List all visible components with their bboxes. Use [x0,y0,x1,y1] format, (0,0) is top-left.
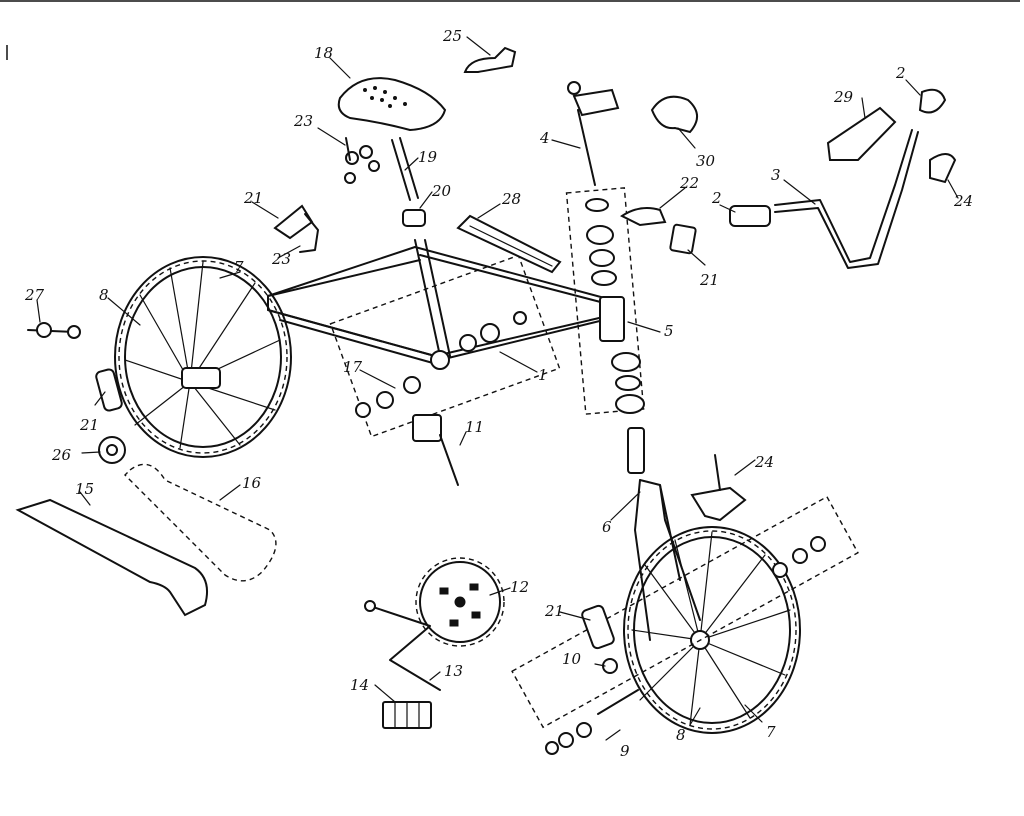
front-axle-hardware [511,495,859,755]
grip-end-cap-right [918,88,947,114]
label-7-front: 7 [766,723,776,741]
label-23-frame: 23 [271,250,291,268]
label-15: 15 [75,480,94,498]
label-11: 11 [465,418,484,436]
front-wheel [623,526,801,734]
label-8-front: 8 [676,726,686,744]
reflector-bracket-front [620,207,667,227]
chain-guard [15,498,208,617]
handlebar-pad [826,106,897,161]
label-21-front-wheel: 21 [544,602,564,620]
chainring [415,557,505,647]
label-18: 18 [314,44,333,62]
label-21-rear-wheel: 21 [79,416,99,434]
label-22: 22 [679,174,699,192]
handle-grip-left [729,205,771,227]
kickstand [412,414,459,486]
brake-lever [929,153,957,184]
seat-hardware [344,137,380,184]
label-1: 1 [538,366,548,384]
stem [567,81,620,186]
label-16: 16 [242,474,262,492]
bicycle-frame [267,239,625,370]
reflector-bracket [650,95,698,134]
seat-post-clamp-part [463,46,517,73]
label-17: 17 [343,358,363,376]
label-19: 19 [418,148,438,166]
pedal [382,701,432,729]
label-29: 29 [833,88,854,106]
label-21-front-top: 21 [699,271,719,289]
front-brake-caliper [690,454,747,522]
label-3: 3 [771,166,781,184]
label-25: 25 [442,27,462,45]
reflector-front [669,223,697,255]
reflector-wheel-front [581,604,615,650]
saddle [337,77,447,132]
label-21-rear-top: 21 [243,189,263,207]
handlebar [774,129,919,269]
rear-wheel [114,256,292,458]
label-5: 5 [664,322,674,340]
label-10: 10 [562,650,582,668]
label-14: 14 [350,676,369,694]
label-24-caliper: 24 [754,453,774,471]
crank-arm [364,600,441,691]
label-8-rear: 8 [99,286,109,304]
label-27: 27 [24,286,45,304]
reflector-wheel-rear [95,368,123,412]
label-23-seat: 23 [293,112,313,130]
front-fork [627,427,701,641]
label-20: 20 [431,182,452,200]
label-9: 9 [620,742,630,760]
frame-bracket-bearings [329,254,561,438]
label-2-grip: 2 [711,189,722,207]
headset-stack [565,187,645,415]
chainstay-guard [456,214,562,274]
label-6: 6 [602,518,612,536]
seat-post [391,137,419,201]
leader-lines [36,36,959,741]
label-26: 26 [51,446,72,464]
reflector-bracket-rear [299,213,319,253]
seat-clamp [402,209,426,227]
rear-sprocket [98,436,126,464]
label-12: 12 [510,578,529,596]
label-2-right: 2 [895,64,906,82]
label-13: 13 [444,662,463,680]
label-7-rear: 7 [234,258,244,276]
axle-nut-rear [27,322,81,339]
label-24-handlebar: 24 [953,192,973,210]
label-4: 4 [539,129,550,147]
reflector-rear [273,204,314,240]
label-30: 30 [696,152,716,170]
label-28: 28 [501,190,521,208]
chain [124,463,277,582]
